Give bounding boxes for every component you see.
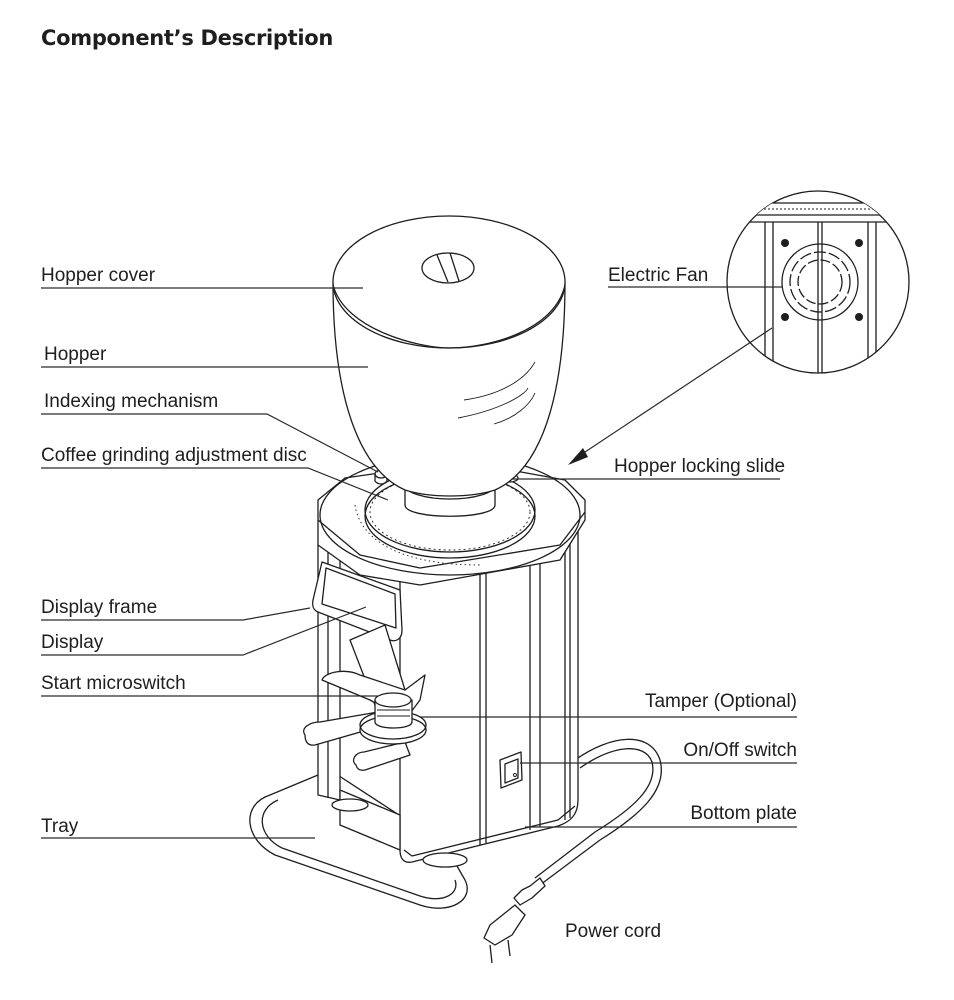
label-adjustment-disc: Coffee grinding adjustment disc [41, 445, 389, 501]
label-tray: Tray [41, 816, 315, 839]
label-text: Indexing mechanism [44, 391, 218, 412]
label-text: Electric Fan [608, 265, 708, 286]
label-text: On/Off switch [683, 740, 797, 761]
label-bottom-plate: Bottom plate [525, 803, 797, 828]
label-power-cord: Power cord [565, 921, 661, 942]
label-electric-fan: Electric Fan [608, 265, 782, 288]
power-cord-shape [483, 738, 662, 964]
label-on-off-switch: On/Off switch [520, 740, 797, 764]
electric-fan-detail [568, 190, 910, 465]
label-indexing-mechanism: Indexing mechanism [41, 391, 379, 473]
label-text: Bottom plate [690, 803, 797, 824]
label-text: Power cord [565, 921, 661, 942]
label-text: Display [41, 632, 104, 653]
label-hopper: Hopper [41, 344, 368, 368]
label-text: Tray [41, 816, 79, 837]
tray-shape [249, 769, 468, 909]
label-text: Tamper (Optional) [645, 691, 797, 712]
label-text: Start microswitch [41, 673, 186, 694]
label-hopper-cover: Hopper cover [41, 265, 363, 289]
on-off-switch-shape [499, 751, 523, 789]
hopper-shape [332, 215, 566, 497]
label-display: Display [41, 606, 367, 656]
label-hopper-locking-slide: Hopper locking slide [512, 456, 785, 480]
label-text: Hopper locking slide [614, 456, 785, 477]
label-text: Display frame [41, 597, 157, 618]
label-text: Hopper [44, 344, 107, 365]
label-text: Hopper cover [41, 265, 156, 286]
label-text: Coffee grinding adjustment disc [41, 445, 307, 466]
page-title: Component’s Description [41, 26, 334, 50]
label-display-frame: Display frame [41, 597, 311, 621]
label-start-microswitch: Start microswitch [41, 673, 378, 697]
label-tamper: Tamper (Optional) [420, 691, 797, 718]
fork-tamper-shape [303, 670, 427, 771]
